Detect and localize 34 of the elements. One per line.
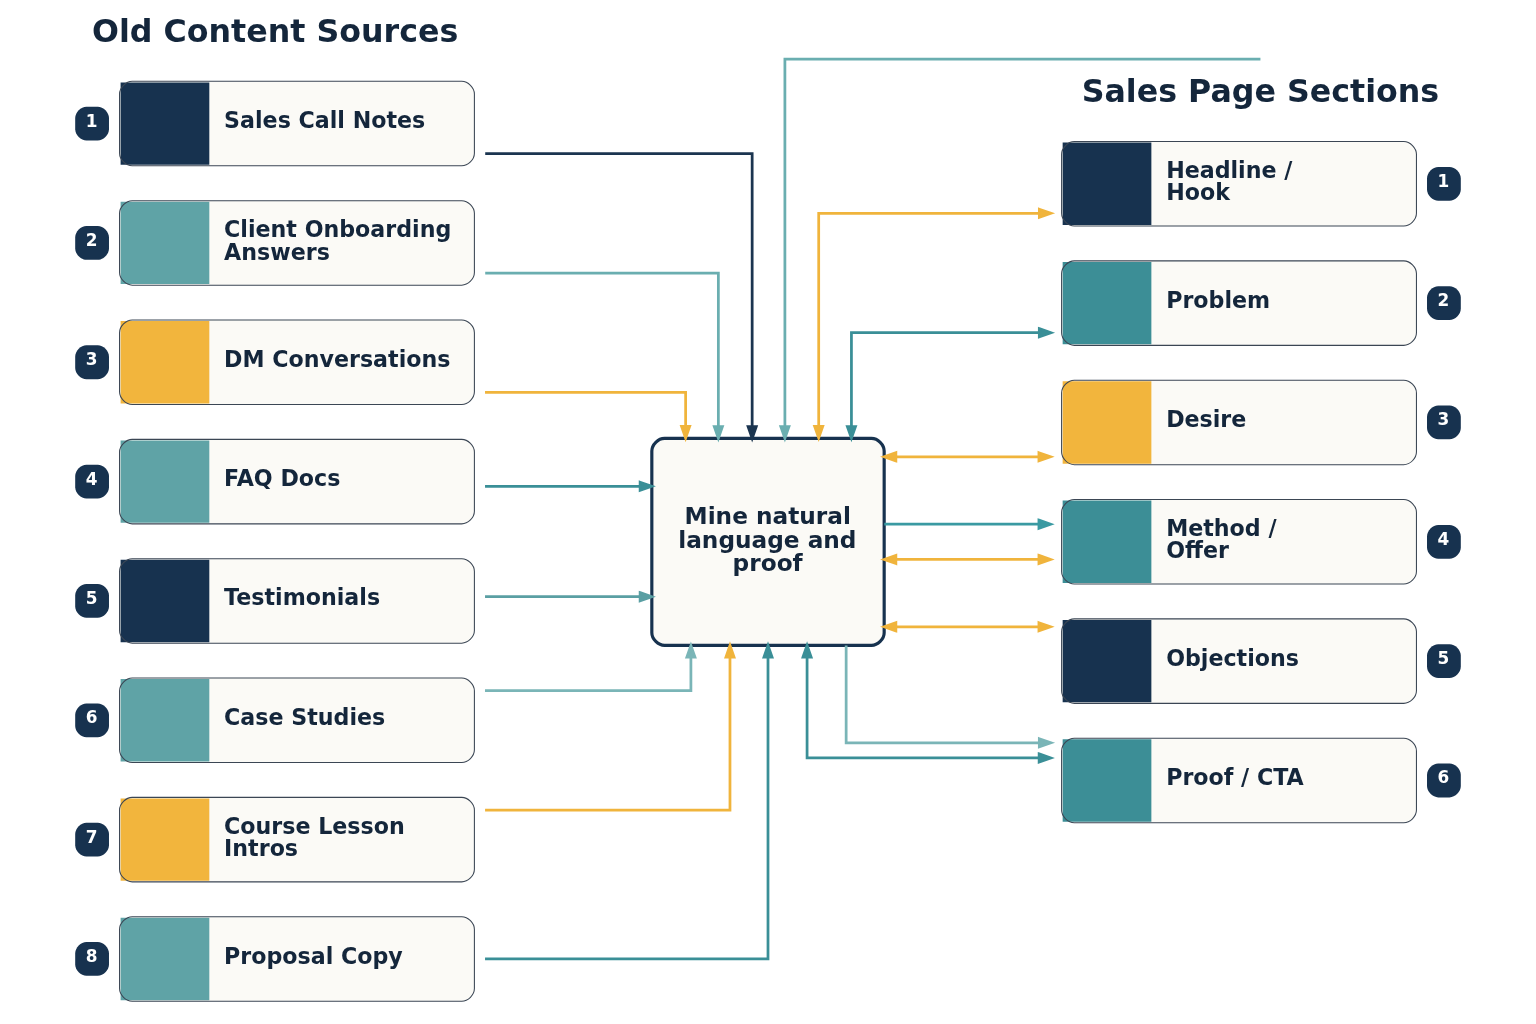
node-label: 6 [1437, 766, 1450, 787]
arrow [485, 640, 774, 960]
arrow [778, 57, 1261, 442]
arrow [485, 390, 692, 442]
arrow [485, 640, 697, 692]
node-label: 7 [85, 826, 98, 847]
arrow [880, 450, 1055, 463]
label: Sales Page Sections [1081, 72, 1440, 109]
node-box: Mine natural language and proof [650, 436, 886, 647]
arrow [485, 590, 656, 603]
arrow [845, 326, 1056, 442]
node-label: 2 [85, 229, 98, 250]
arrow [485, 151, 759, 442]
arrow [485, 640, 736, 811]
label: Old Content Sources [92, 12, 459, 49]
node-label: 1 [85, 110, 98, 131]
node-label: 3 [1437, 408, 1450, 429]
arrow [485, 271, 725, 442]
node-label: 5 [85, 587, 98, 608]
node-label: 8 [85, 945, 98, 966]
arrow [880, 552, 1055, 565]
node-label: 2 [1437, 289, 1450, 310]
arrow [485, 479, 656, 492]
node-label: 1 [1437, 170, 1450, 191]
node-label: 6 [85, 706, 98, 727]
arrow [801, 640, 1055, 764]
arrow [844, 645, 1056, 749]
node-label: 4 [1437, 528, 1450, 549]
arrow [880, 620, 1055, 633]
arrow [812, 206, 1056, 442]
node-label: 4 [85, 468, 98, 489]
node-label: 5 [1437, 647, 1450, 668]
arrow [884, 517, 1055, 530]
node-label: 3 [85, 348, 98, 369]
